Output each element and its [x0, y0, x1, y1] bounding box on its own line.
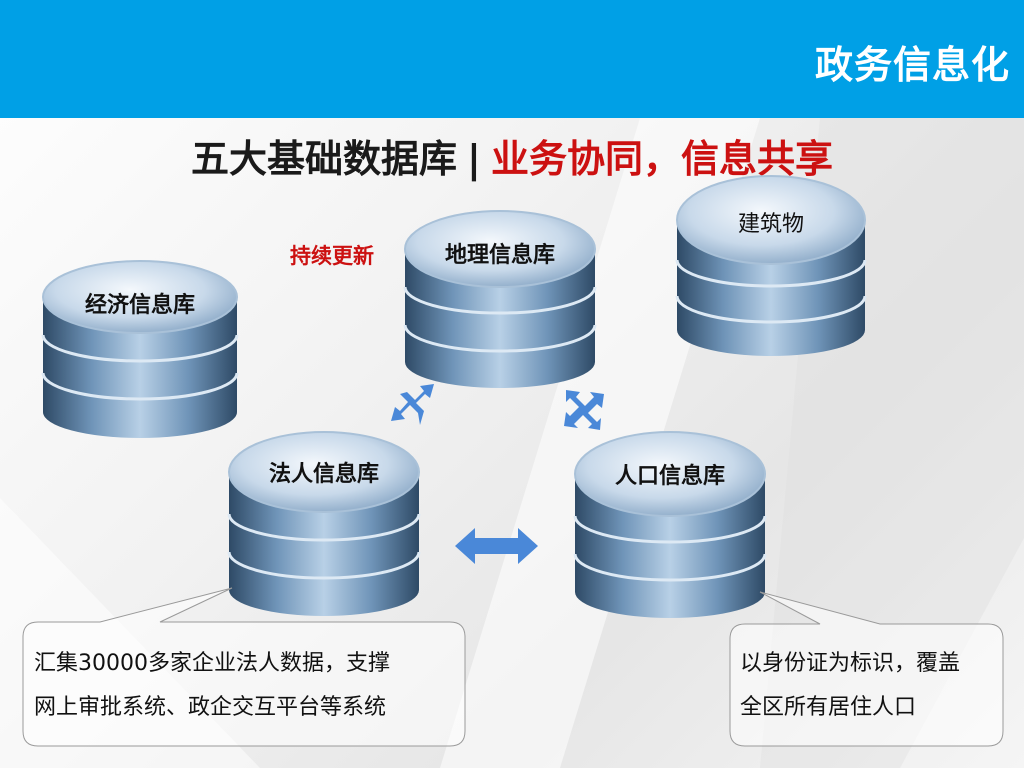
database-label: 地理信息库 [444, 243, 555, 268]
header-title: 政务信息化 [814, 43, 1010, 87]
database-population: 人口信息库 [572, 428, 768, 620]
database-icon [403, 210, 597, 388]
header-bar: 政务信息化 [0, 0, 1024, 118]
callout-population-bubble [729, 591, 1004, 747]
callout-line: 网上审批系统、政企交互平台等系统 [34, 695, 387, 720]
horizontal-double-arrow-icon [455, 528, 538, 564]
database-label: 人口信息库 [614, 464, 725, 489]
database-icon [41, 260, 239, 438]
callout-line: 以身份证为标识，覆盖 [740, 651, 961, 676]
callout-population-text: 以身份证为标识，覆盖 全区所有居住人口 [740, 642, 960, 730]
database-label: 建筑物 [737, 212, 804, 237]
callout-legal-text: 汇集30000多家企业法人数据，支撑 网上审批系统、政企交互平台等系统 [34, 642, 390, 730]
database-icon [227, 431, 421, 616]
database-economic: 经济信息库 [40, 255, 240, 440]
callout-line: 汇集30000多家企业法人数据，支撑 [34, 651, 390, 676]
database-geo: 地理信息库 [402, 205, 598, 390]
subtitle-separator: | [467, 137, 481, 181]
subtitle-main: 五大基础数据库 [191, 137, 458, 181]
database-building: 建筑物 [674, 170, 868, 360]
continuous-update-tag: 持续更新 [290, 244, 374, 268]
database-legal: 法人信息库 [226, 428, 422, 618]
database-icon [573, 431, 767, 618]
callout-line: 全区所有居住人口 [740, 695, 917, 720]
database-label: 法人信息库 [268, 462, 379, 487]
diagonal-arrow-right-icon [564, 390, 604, 430]
callout-legal-bubble [22, 587, 466, 747]
subtitle-highlight: 业务协同，信息共享 [490, 137, 833, 181]
diagonal-arrow-left-icon [391, 384, 434, 425]
database-label: 经济信息库 [84, 293, 195, 318]
page-subtitle: 五大基础数据库|业务协同，信息共享 [0, 128, 1024, 183]
database-icon [675, 175, 867, 356]
